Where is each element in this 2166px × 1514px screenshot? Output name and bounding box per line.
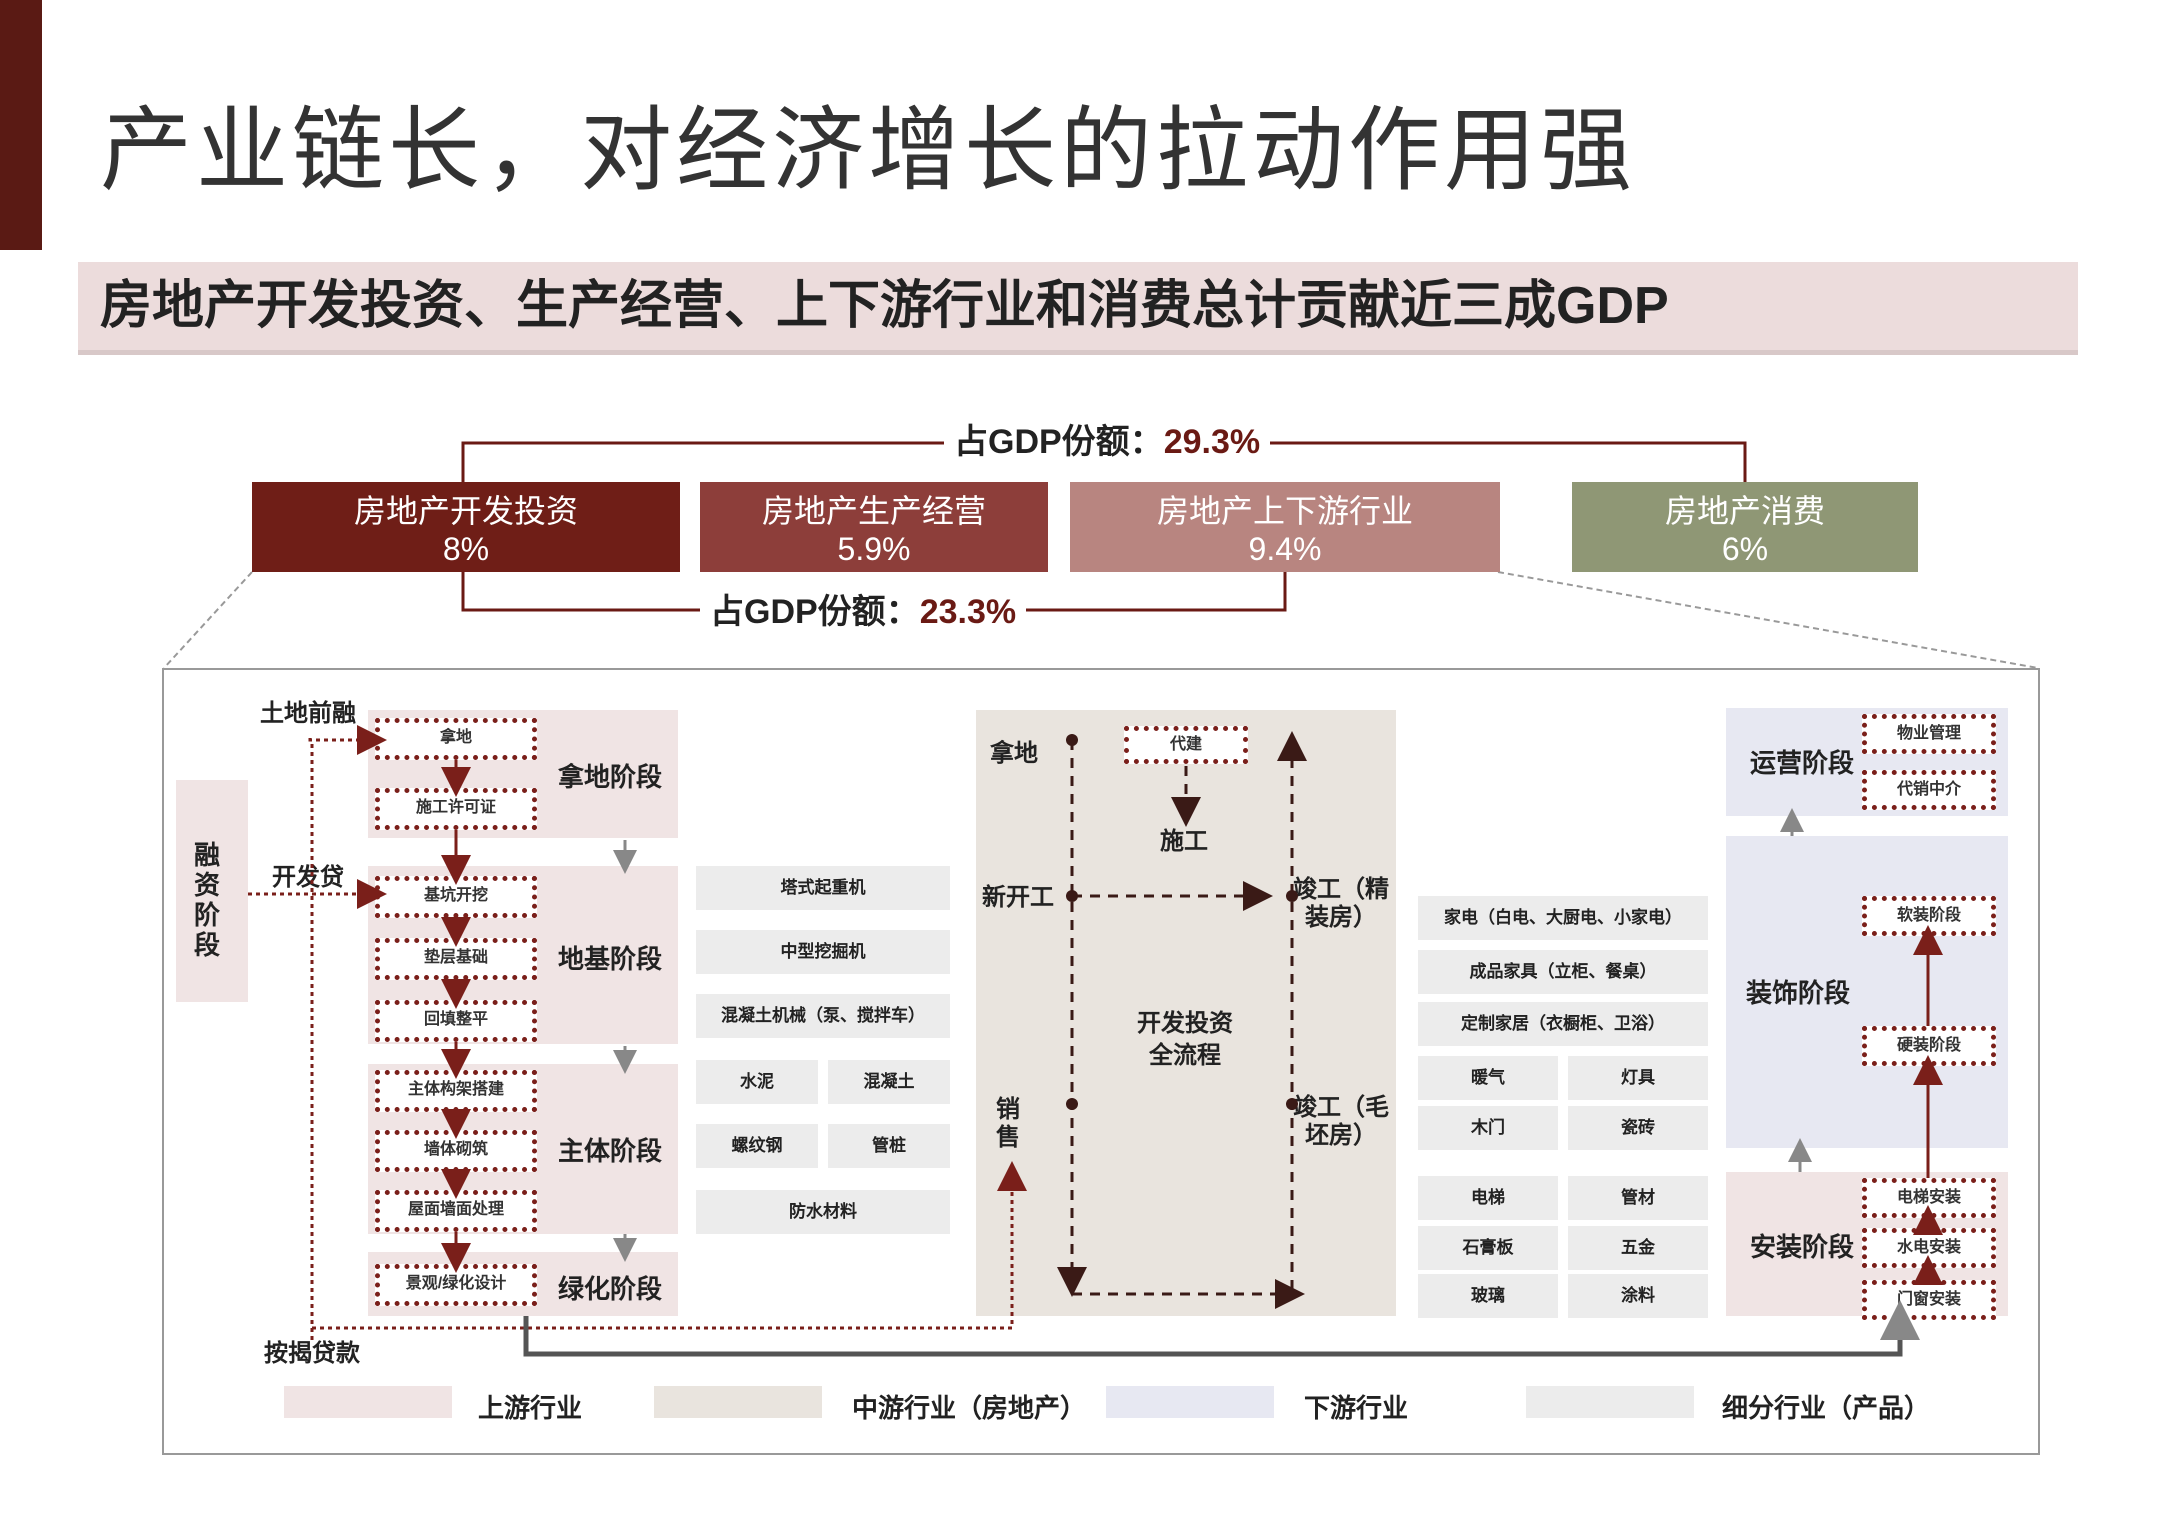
product-wood-door: 木门 <box>1418 1106 1558 1150</box>
subtitle-band <box>78 262 2078 355</box>
page-title: 产业链长，对经济增长的拉动作用强 <box>100 100 1637 202</box>
mid-new-start: 新开工 <box>982 884 1054 911</box>
subtitle: 房地产开发投资、生产经营、上下游行业和消费总计贡献近三成GDP <box>100 277 1669 335</box>
stage-main: 主体阶段 <box>558 1136 663 1166</box>
gdp-share-total-label: 占GDP份额： <box>954 423 1164 461</box>
item-agent-build: 代建 <box>1124 726 1248 764</box>
item-construction-permit: 施工许可证 <box>375 788 537 830</box>
product-paint: 涂料 <box>1568 1274 1708 1318</box>
mid-sales: 销售 <box>996 1096 1020 1151</box>
product-concrete: 混凝土 <box>828 1060 950 1104</box>
product-heating: 暖气 <box>1418 1056 1558 1100</box>
product-gypsum: 石膏板 <box>1418 1226 1558 1270</box>
mid-construction: 施工 <box>1160 828 1208 855</box>
item-land-acquire: 拿地 <box>375 718 537 760</box>
product-custom-home: 定制家居（衣橱柜、卫浴） <box>1418 1002 1708 1046</box>
product-pipe-pile: 管桩 <box>828 1124 950 1168</box>
legend-swatch-upstream <box>284 1386 452 1418</box>
product-hardware: 五金 <box>1568 1226 1708 1270</box>
item-property-mgmt: 物业管理 <box>1862 714 1996 754</box>
stage-install: 安装阶段 <box>1750 1232 1855 1262</box>
box-dev-investment-name: 房地产开发投资 <box>353 493 578 529</box>
product-tiles: 瓷砖 <box>1568 1106 1708 1150</box>
product-waterproof: 防水材料 <box>696 1190 950 1234</box>
product-concrete-machinery: 混凝土机械（泵、搅拌车） <box>696 994 950 1038</box>
box-operation: 房地产生产经营 5.9% <box>700 482 1048 572</box>
industry-chain-diagram <box>162 668 2040 1455</box>
financing-label: 融资阶段 <box>194 840 221 960</box>
box-up-downstream: 房地产上下游行业 9.4% <box>1070 482 1500 572</box>
legend-swatch-product <box>1526 1386 1694 1418</box>
gdp-share-total: 占GDP份额：29.3% <box>944 422 1271 462</box>
label-dev-loan: 开发贷 <box>272 864 344 891</box>
stage-decoration: 装饰阶段 <box>1746 978 1851 1008</box>
stage-foundation: 地基阶段 <box>558 944 663 974</box>
mid-center: 开发投资全流程 <box>1137 1010 1233 1069</box>
gdp-share-direct-value: 23.3% <box>919 593 1017 631</box>
mid-completion-rough: 竣工（毛坯房） <box>1293 1094 1389 1149</box>
box-consumption: 房地产消费 6% <box>1572 482 1918 572</box>
product-pipes: 管材 <box>1568 1176 1708 1220</box>
gdp-share-direct-label: 占GDP份额： <box>710 593 920 631</box>
legend-swatch-downstream <box>1106 1386 1274 1418</box>
accent-bar <box>0 0 42 250</box>
box-dev-investment-value: 8% <box>442 531 490 567</box>
product-lamps: 灯具 <box>1568 1056 1708 1100</box>
label-mortgage: 按揭贷款 <box>264 1340 360 1367</box>
product-tower-crane: 塔式起重机 <box>696 866 950 910</box>
stage-land: 拿地阶段 <box>558 762 663 792</box>
product-elevator: 电梯 <box>1418 1176 1558 1220</box>
item-sales-agency: 代销中介 <box>1862 770 1996 810</box>
box-dev-investment: 房地产开发投资 8% <box>252 482 680 572</box>
box-consumption-name: 房地产消费 <box>1664 493 1825 529</box>
box-operation-value: 5.9% <box>837 531 911 567</box>
stage-green: 绿化阶段 <box>558 1274 663 1304</box>
box-consumption-value: 6% <box>1721 531 1769 567</box>
stage-operation: 运营阶段 <box>1750 748 1855 778</box>
legend-label-product: 细分行业（产品） <box>1722 1393 1931 1423</box>
product-rebar: 螺纹钢 <box>696 1124 818 1168</box>
legend-swatch-midstream <box>654 1386 822 1418</box>
box-up-downstream-value: 9.4% <box>1248 531 1322 567</box>
product-appliances: 家电（白电、大厨电、小家电） <box>1418 896 1708 940</box>
gdp-share-direct: 占GDP份额：23.3% <box>700 592 1027 632</box>
product-cement: 水泥 <box>696 1060 818 1104</box>
mid-completion-fine: 竣工（精装房） <box>1293 876 1389 931</box>
mid-land: 拿地 <box>990 740 1038 767</box>
label-land-finance: 土地前融 <box>260 700 356 727</box>
panel-decoration <box>1726 836 2008 1148</box>
box-operation-name: 房地产生产经营 <box>761 493 986 529</box>
legend-label-midstream: 中游行业（房地产） <box>852 1393 1087 1423</box>
legend-label-downstream: 下游行业 <box>1304 1393 1409 1423</box>
gdp-share-total-value: 29.3% <box>1163 423 1261 461</box>
box-up-downstream-name: 房地产上下游行业 <box>1156 493 1413 529</box>
product-excavator: 中型挖掘机 <box>696 930 950 974</box>
legend-label-upstream: 上游行业 <box>478 1393 583 1423</box>
product-glass: 玻璃 <box>1418 1274 1558 1318</box>
financing-panel <box>176 780 248 1002</box>
product-furniture: 成品家具（立柜、餐桌） <box>1418 950 1708 994</box>
